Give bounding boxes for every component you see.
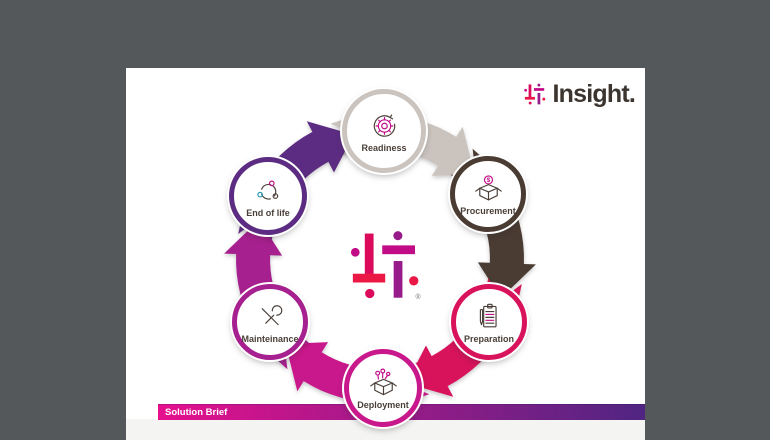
footer-label: Solution Brief: [165, 406, 228, 418]
stage-label: Mainteinance: [241, 333, 299, 344]
recycle-loop-icon: [256, 180, 278, 200]
stage-label: Readiness: [361, 142, 407, 153]
insight-center-logo-icon: ®: [350, 231, 421, 301]
stage-label: Procurement: [460, 205, 516, 216]
insight-wordmark: Insight.: [552, 80, 636, 108]
stage-end-of-life: End of life: [229, 157, 307, 235]
stage-label: Preparation: [463, 333, 514, 344]
stage-procurement: $ Procurement: [450, 156, 526, 232]
footer-substrip: [126, 419, 645, 440]
registered-symbol: ®: [416, 293, 421, 301]
stage-label: Deployment: [357, 399, 409, 410]
svg-text:$: $: [486, 177, 490, 184]
box-dollar-icon: $: [474, 174, 502, 200]
stage-preparation: Preparation: [451, 284, 527, 360]
insight-brand-logo: Insight.: [523, 80, 636, 108]
stage-label: End of life: [246, 207, 290, 218]
insight-logo-icon: [523, 83, 545, 105]
stage-readiness: Readiness: [342, 89, 426, 173]
clipboard-checklist-icon: [479, 303, 497, 327]
stage-mainteinance: Mainteinance: [232, 284, 308, 360]
brief-page: Insight. ® Readiness $ Pr: [126, 68, 645, 440]
gear-refresh-icon: [373, 113, 395, 137]
stage-deployment: Deployment: [344, 349, 422, 427]
box-unpack-icon: [369, 368, 397, 395]
wrench-screwdriver-icon: [261, 304, 282, 325]
